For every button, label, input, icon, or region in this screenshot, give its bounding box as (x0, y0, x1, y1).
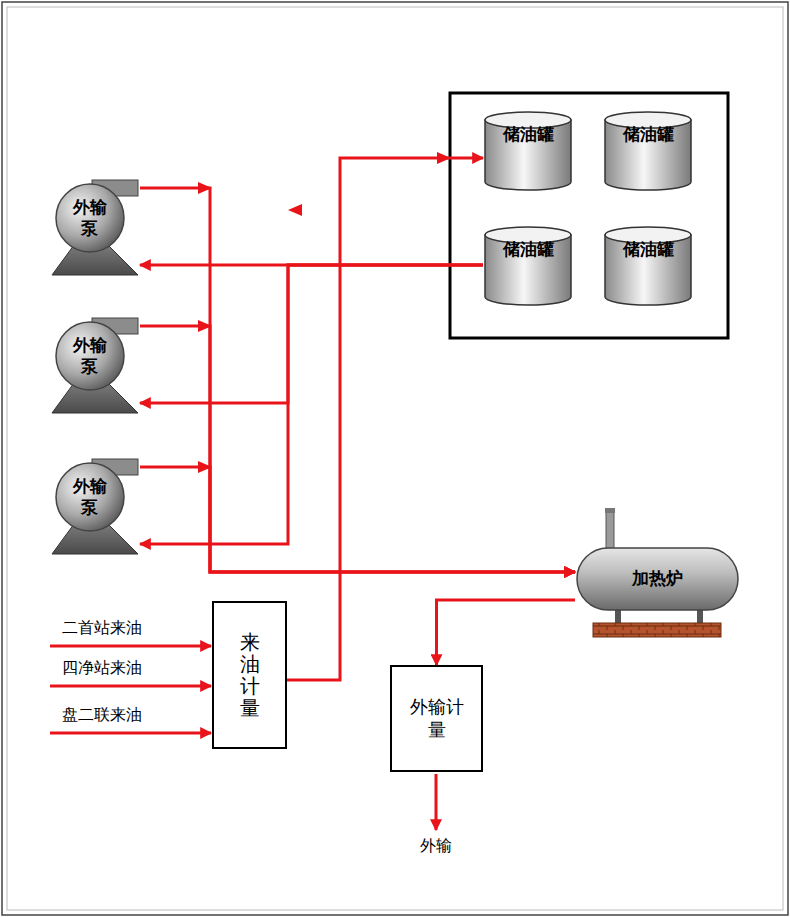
flow-pipe (140, 326, 575, 572)
export-pump: 外输泵 (52, 442, 140, 557)
tank-farm-frame (450, 93, 728, 338)
node-text: 来油计量 (240, 631, 260, 719)
text-area: 外输泵 (56, 322, 124, 390)
text-area: 储油罐 (483, 118, 573, 152)
export-pump: 外输泵 (52, 163, 140, 278)
storage-tank-outline (483, 225, 573, 307)
flow-pipe (437, 600, 576, 665)
inflow-label: 四净站来油 (62, 658, 142, 679)
storage-tank: 储油罐 (603, 225, 693, 307)
node-text: 储油罐 (623, 124, 674, 145)
text-area: 外输泵 (56, 184, 124, 252)
inflow-label: 盘二联来油 (62, 705, 142, 726)
node-text: 储油罐 (623, 239, 674, 260)
text-area: 储油罐 (603, 233, 693, 267)
node-text: 外输泵 (71, 197, 108, 240)
storage-tank-outline (603, 225, 693, 307)
metering-box: 来油计量 (212, 601, 287, 749)
inflow-line (50, 645, 211, 648)
metering-box: 外输计量 (390, 665, 483, 772)
storage-tank-outline (603, 110, 693, 192)
text-area: 储油罐 (483, 233, 573, 267)
outflow-line (435, 774, 438, 830)
inflow-label: 二首站来油 (62, 618, 142, 639)
flow-pipe (287, 158, 483, 680)
inflow-line (50, 732, 211, 735)
node-text: 外输泵 (71, 476, 108, 519)
flow-pipe (140, 265, 483, 544)
storage-tank-outline (483, 110, 573, 192)
page-border-inner (7, 7, 783, 910)
text-area: 外输泵 (56, 463, 124, 531)
storage-tank: 储油罐 (603, 110, 693, 192)
node-text: 储油罐 (503, 239, 554, 260)
flow-pipe (140, 188, 575, 572)
heater-furnace: 加热炉 (575, 510, 740, 640)
text-area: 储油罐 (603, 118, 693, 152)
outflow-label: 外输 (420, 836, 452, 857)
junction-arrowhead (288, 204, 302, 216)
export-pump: 外输泵 (52, 301, 140, 416)
node-text: 加热炉 (632, 568, 683, 589)
text-area: 加热炉 (575, 548, 740, 610)
text-area: 外输计量 (392, 667, 481, 770)
node-text: 外输泵 (71, 335, 108, 378)
storage-tank: 储油罐 (483, 225, 573, 307)
flow-pipe (140, 265, 483, 403)
node-text: 储油罐 (503, 124, 554, 145)
text-area: 来油计量 (214, 603, 285, 747)
node-text: 外输计量 (408, 696, 466, 741)
storage-tank: 储油罐 (483, 110, 573, 192)
inflow-line (50, 685, 211, 688)
flow-pipe (140, 467, 575, 572)
